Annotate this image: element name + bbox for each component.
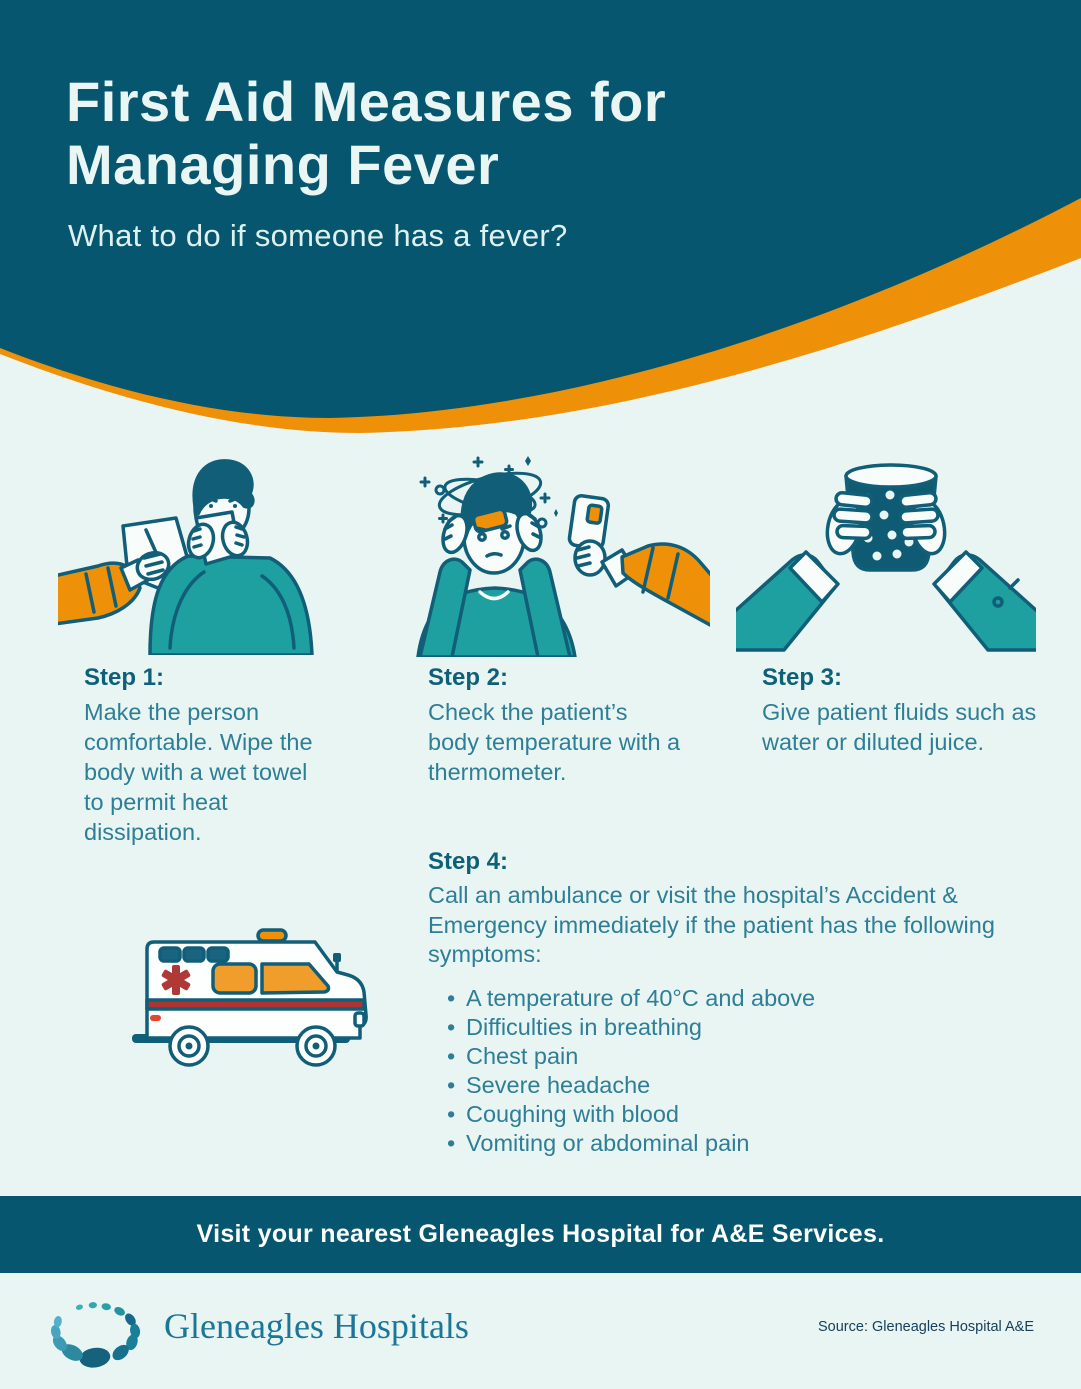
patient-left-arm	[418, 557, 472, 657]
title-line-2: Managing Fever	[66, 133, 500, 196]
ambulance-side-window	[211, 962, 258, 995]
hair	[192, 459, 255, 516]
step-2-text: Check the patient’s body temperature wit…	[428, 699, 681, 785]
sweater	[148, 554, 314, 655]
patient-right-arm	[518, 557, 572, 657]
right-hand	[220, 520, 250, 558]
symptom-item: Coughing with blood	[447, 1100, 1003, 1129]
step-3-label: Step 3:	[762, 664, 843, 691]
cold-compress	[471, 507, 509, 534]
hands-holding-cup-illustration	[736, 463, 1036, 652]
title-line-1: First Aid Measures for	[66, 70, 667, 133]
fever-thermometer-illustration	[416, 456, 710, 657]
symptom-item: A temperature of 40°C and above	[447, 984, 1003, 1013]
ambulance-illustration	[132, 928, 368, 1067]
ambulance-window-small	[182, 946, 206, 963]
symptom-item: Severe headache	[447, 1071, 1003, 1100]
star-of-life-icon	[161, 965, 191, 995]
step-3-block: Step 3: Give patient fluids such as wate…	[762, 664, 1047, 757]
ambulance-window-small	[158, 946, 182, 963]
step-1-text: Make the person comfortable. Wipe the bo…	[84, 699, 313, 845]
cta-banner: Visit your nearest Gleneagles Hospital f…	[0, 1196, 1081, 1273]
header-curves	[0, 0, 1081, 433]
ambulance-headlight	[353, 1011, 366, 1028]
left-hand	[186, 522, 216, 560]
header-teal-curve-shape	[0, 0, 1081, 418]
step-2-label: Step 2:	[428, 664, 509, 691]
cup-rim	[844, 463, 938, 489]
symptom-item: Difficulties in breathing	[447, 1013, 1003, 1042]
step-4-text: Call an ambulance or visit the hospital’…	[428, 882, 995, 967]
symptom-item: Vomiting or abdominal pain	[447, 1129, 1003, 1158]
page-title: First Aid Measures for Managing Fever	[66, 70, 886, 196]
gleneagles-logo-text: Gleneagles Hospitals	[164, 1306, 469, 1346]
source-attribution: Source: Gleneagles Hospital A&E	[818, 1319, 1035, 1335]
ambulance-stripe	[145, 998, 366, 1011]
right-cuff	[932, 550, 984, 604]
checker-orange-sleeve	[620, 542, 710, 627]
step-3-text: Give patient fluids such as water or dil…	[762, 699, 1037, 755]
ambulance-windshield	[260, 962, 331, 995]
step-1-block: Step 1: Make the person comfortable. Wip…	[84, 664, 324, 847]
step-4-block: Step 4: Call an ambulance or visit the h…	[428, 848, 1003, 1158]
left-cuff	[788, 550, 840, 604]
ambulance-beacon	[256, 928, 288, 943]
thermometer	[567, 494, 611, 550]
gleneagles-logo-icon	[50, 1302, 141, 1368]
ambulance-window-small	[206, 946, 230, 963]
step-4-label: Step 4:	[428, 848, 509, 875]
ambulance-marker-light	[150, 1015, 161, 1021]
helper-orange-sleeve	[58, 561, 142, 626]
symptom-list: A temperature of 40°C and above Difficul…	[428, 984, 1003, 1158]
step-2-block: Step 2: Check the patient’s body tempera…	[428, 664, 683, 787]
ambulance-mirror	[333, 953, 341, 962]
page-subtitle: What to do if someone has a fever?	[68, 218, 568, 253]
person-wiping-nose-illustration	[58, 459, 314, 655]
step-1-label: Step 1:	[84, 664, 165, 691]
cta-banner-text: Visit your nearest Gleneagles Hospital f…	[196, 1220, 885, 1248]
symptom-item: Chest pain	[447, 1042, 1003, 1071]
